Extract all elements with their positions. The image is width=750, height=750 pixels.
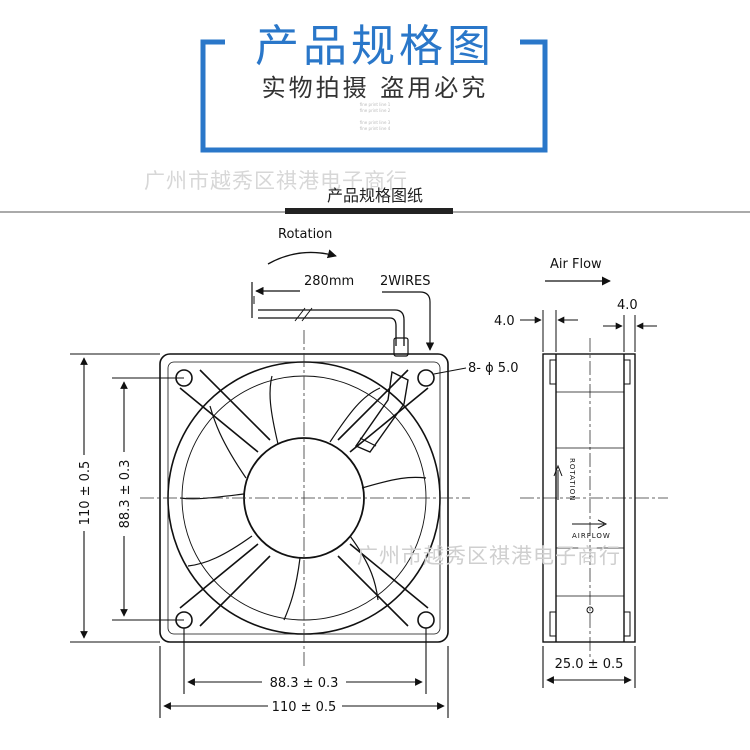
rotation-arrow-icon [267,249,337,265]
fine-print-3: fine print line 3 [359,120,391,125]
header-bracket [200,39,548,153]
cable [253,296,409,357]
dim-outer-height: 110 ± 0.5 [78,461,93,526]
side-frame [542,353,636,643]
section-underline [285,208,453,214]
page-title: 产品规格图 [255,21,495,72]
dim-outer-width: 110 ± 0.5 [272,700,337,715]
center-lines [140,330,668,668]
header-frame [200,39,548,153]
watermark-middle: 广州市越秀区祺港电子商行 [357,544,621,568]
dim-inner-width: 88.3 ± 0.3 [270,676,339,691]
section-title: 产品规格图纸 [326,186,423,205]
page-subtitle: 实物拍摄 盗用必究 [261,74,489,102]
hole-label: 8- ϕ 5.0 [468,361,518,376]
fine-print-1: fine print line 1 [359,102,391,107]
rotation-label: Rotation [278,227,332,242]
wires-label: 2WIRES [380,274,430,289]
dim-inner-height: 88.3 ± 0.3 [118,460,133,529]
dim-left-spacing: 4.0 [494,314,515,329]
dim-depth: 25.0 ± 0.5 [555,657,624,672]
wires-leader [382,291,435,351]
cable-length-label: 280mm [304,274,354,289]
side-rotation-text: ROTATION [568,458,576,501]
side-view [542,353,636,643]
fine-print-2: fine print line 2 [359,108,391,113]
side-airflow-text: AIRFLOW [572,532,611,540]
watermark-top: 广州市越秀区祺港电子商行 [144,169,408,193]
dim-right-spacing: 4.0 [617,298,638,313]
fine-print-4: fine print line 4 [359,126,391,131]
airflow-label: Air Flow [550,257,602,272]
